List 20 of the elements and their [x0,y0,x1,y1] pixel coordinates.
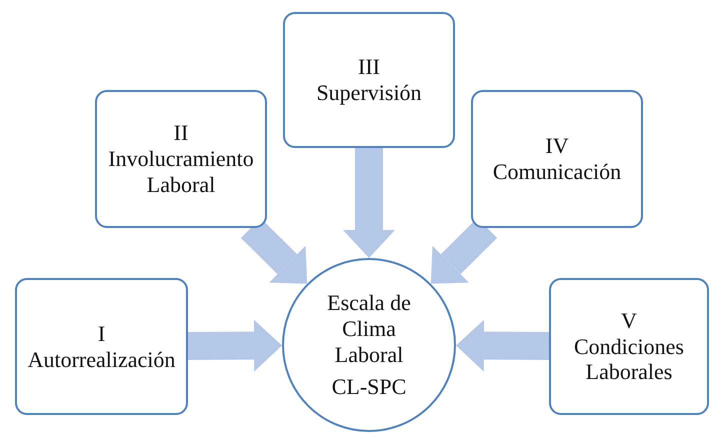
roman-numeral: V [621,308,637,334]
category-box [283,12,455,148]
category-box [15,278,188,415]
block-arrow [188,320,282,372]
roman-numeral: I [98,320,106,346]
category-box [471,90,643,228]
roman-numeral: IV [545,133,569,159]
roman-numeral: III [358,54,380,80]
node-label: CL-SPC [332,374,406,400]
category-box [95,90,267,228]
node-label: Autorrealización [26,346,176,372]
node-label: Supervisión [316,80,422,106]
node-label: Condiciones Laborales [573,334,685,386]
node-label: Comunicación [492,159,622,185]
roman-numeral: II [174,120,188,146]
block-arrow [456,320,550,372]
block-arrow [343,148,395,258]
node-label: Involucramiento Laboral [107,146,255,198]
node-label: Escala de Clima Laboral [326,290,412,368]
category-box [549,278,709,415]
